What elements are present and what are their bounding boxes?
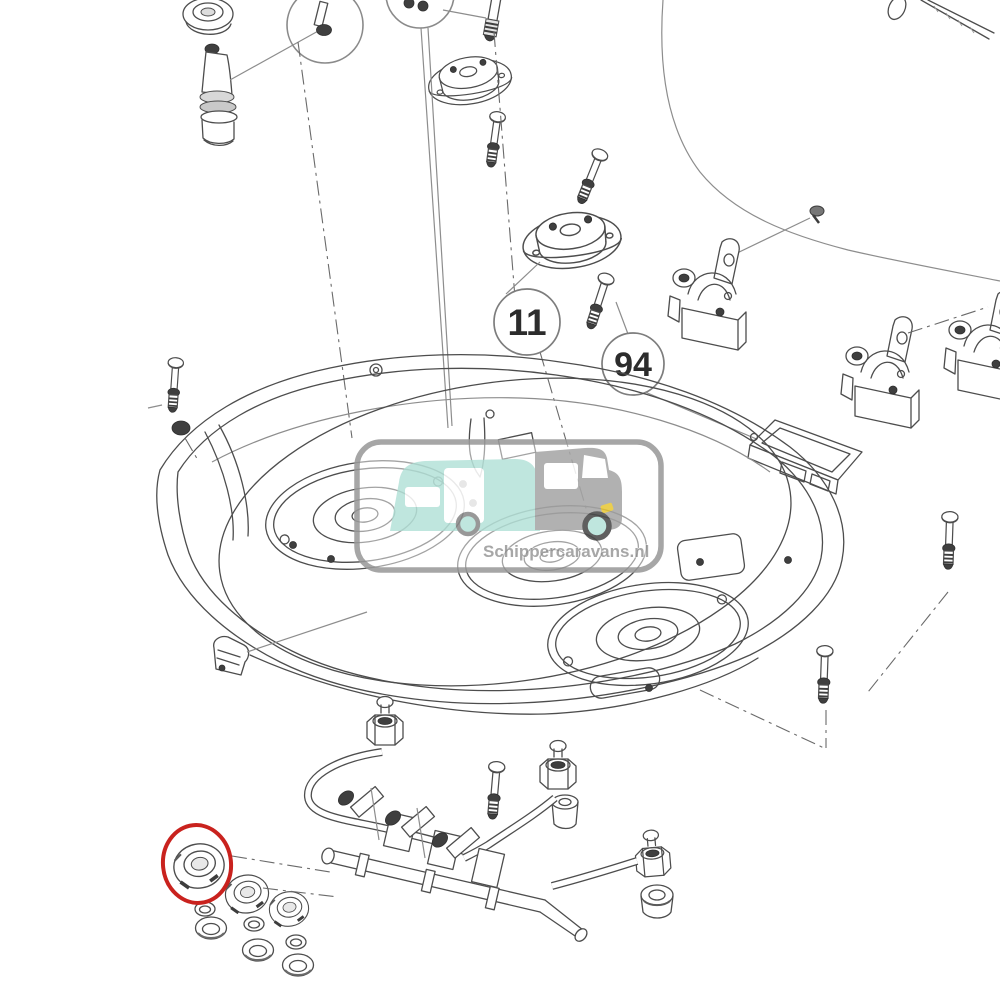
callout-circle-partial: [385, 0, 455, 29]
burner-bracket-edge-icon: [943, 290, 1000, 403]
callout-94: 94: [601, 301, 767, 444]
gas-pipe-mid: [462, 794, 558, 862]
clip-part-icon: [213, 611, 368, 676]
watermark-text: Schippercaravans.nl: [483, 542, 649, 561]
burner-middle-icon: [518, 205, 626, 276]
jet-ring-1-icon: [194, 916, 228, 940]
screw-right-upper-icon: [867, 510, 960, 693]
jet-cap-3-icon: [265, 887, 313, 931]
screw-below-top-burner-icon: [481, 109, 507, 170]
callout-circle-screw: [286, 0, 364, 64]
cap-below-right-nut-icon: [640, 884, 674, 919]
watermark-caravan-wheel-icon: [455, 511, 481, 537]
pan-skirt: [249, 654, 759, 715]
jet-cap-highlighted-icon: [168, 838, 230, 894]
axis-line-burner-top: [493, 31, 516, 299]
pan-slot-bottom: [589, 667, 661, 699]
burner-bracket-right-icon: [840, 316, 920, 429]
callout-94-label: 94: [614, 346, 652, 384]
gas-pipe-right: [550, 857, 639, 890]
leader-partial-circle: [442, 9, 487, 19]
ignition-box-icon: [747, 419, 863, 495]
highlight-circle: [160, 823, 234, 905]
pan-shelf-line: [211, 397, 771, 473]
axis-line-left: [297, 41, 353, 439]
pipe-nut-right-icon: [632, 828, 673, 879]
pan-pocket-right: [676, 533, 746, 581]
burner-bracket-left-icon: [667, 238, 747, 351]
pan-left-wall: [204, 424, 249, 541]
jet-ring-2-icon: [241, 938, 275, 962]
screw-hinge-leader-icon: [732, 205, 825, 256]
screw-below-middle-burner-icon: [581, 270, 617, 333]
jet-ring-3-icon: [281, 953, 315, 977]
simmer-burner-top-icon: [423, 49, 516, 112]
screw-above-middle-burner-icon: [571, 145, 611, 208]
watermark: Schippercaravans.nl: [354, 439, 664, 573]
burner-recess-right: [547, 581, 749, 687]
gas-valve-3: [470, 847, 506, 889]
pipe-nut-left-icon: [366, 695, 404, 746]
ignition-electrode-icon: [199, 43, 238, 147]
screw-right-lower-icon: [699, 644, 835, 749]
jet-ring-small-2-icon: [243, 916, 265, 932]
jet-ring-small-3-icon: [285, 934, 307, 950]
screw-pan-left-icon: [147, 356, 200, 463]
jet-caps-cluster: [168, 838, 339, 977]
gas-manifold-rail: [321, 785, 588, 942]
watermark-vehicle-wheel-icon: [582, 511, 612, 541]
rod-top-right-icon: [887, 0, 995, 40]
pipe-nut-mid-icon: [539, 739, 577, 790]
burner-cap-top-left-icon: [182, 0, 234, 35]
hob-pan: [156, 353, 845, 715]
bracket-leader-dash: [907, 306, 989, 334]
pan-outer-rim: [156, 353, 845, 705]
gas-pipe-left: [304, 748, 466, 855]
watermark-headlight-icon: [600, 502, 614, 514]
callout-11: 11: [493, 261, 561, 356]
pan-inner-rim: [176, 367, 824, 692]
screw-top-icon: [482, 0, 503, 42]
screw-below-pan-icon: [483, 759, 507, 821]
pan-floor: [218, 377, 792, 687]
callout-11-label: 11: [507, 302, 546, 343]
lid-outline: [661, 0, 1000, 282]
axis-line-center: [420, 27, 453, 429]
leader-electrode: [229, 29, 321, 81]
